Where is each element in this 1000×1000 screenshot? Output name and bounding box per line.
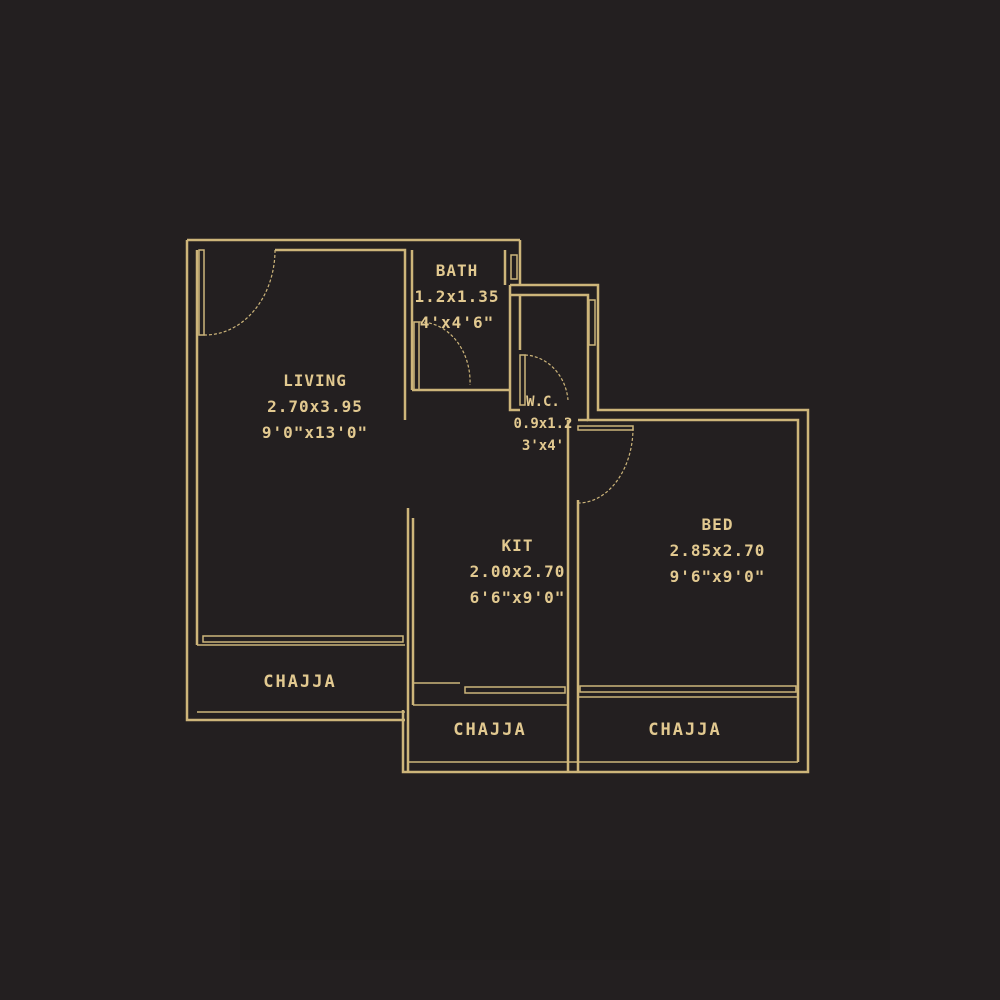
chajja-bed-label: CHAJJA <box>648 720 722 740</box>
kit-label: KIT 2.00x2.70 6'6"x9'0" <box>455 533 580 611</box>
kit-name: KIT <box>501 536 534 555</box>
living-label: LIVING 2.70x3.95 9'0"x13'0" <box>250 368 380 446</box>
bath-metric: 1.2x1.35 <box>414 287 500 306</box>
bed-name: BED <box>701 515 734 534</box>
bed-metric: 2.85x2.70 <box>669 541 766 560</box>
wc-imperial: 3'x4' <box>521 438 565 454</box>
bed-label: BED 2.85x2.70 9'6"x9'0" <box>655 512 780 590</box>
bath-name: BATH <box>435 261 479 280</box>
kit-imperial: 6'6"x9'0" <box>469 588 566 607</box>
bed-imperial: 9'6"x9'0" <box>669 567 766 586</box>
doors <box>198 249 634 504</box>
faded-footer-band <box>240 880 890 960</box>
living-imperial: 9'0"x13'0" <box>261 423 369 442</box>
bath-label: BATH 1.2x1.35 4'x4'6" <box>412 258 502 336</box>
windows <box>202 254 797 694</box>
interior-walls <box>197 250 798 772</box>
bath-imperial: 4'x4'6" <box>419 313 495 332</box>
chajja-living-label: CHAJJA <box>263 672 337 692</box>
living-metric: 2.70x3.95 <box>267 397 363 416</box>
wc-label: W.C. 0.9x1.2 3'x4' <box>510 391 576 457</box>
kit-metric: 2.00x2.70 <box>469 562 566 581</box>
chajja-kit-label: CHAJJA <box>453 720 527 740</box>
living-name: LIVING <box>283 371 347 390</box>
wc-metric: 0.9x1.2 <box>513 416 573 432</box>
wc-name: W.C. <box>526 394 560 410</box>
